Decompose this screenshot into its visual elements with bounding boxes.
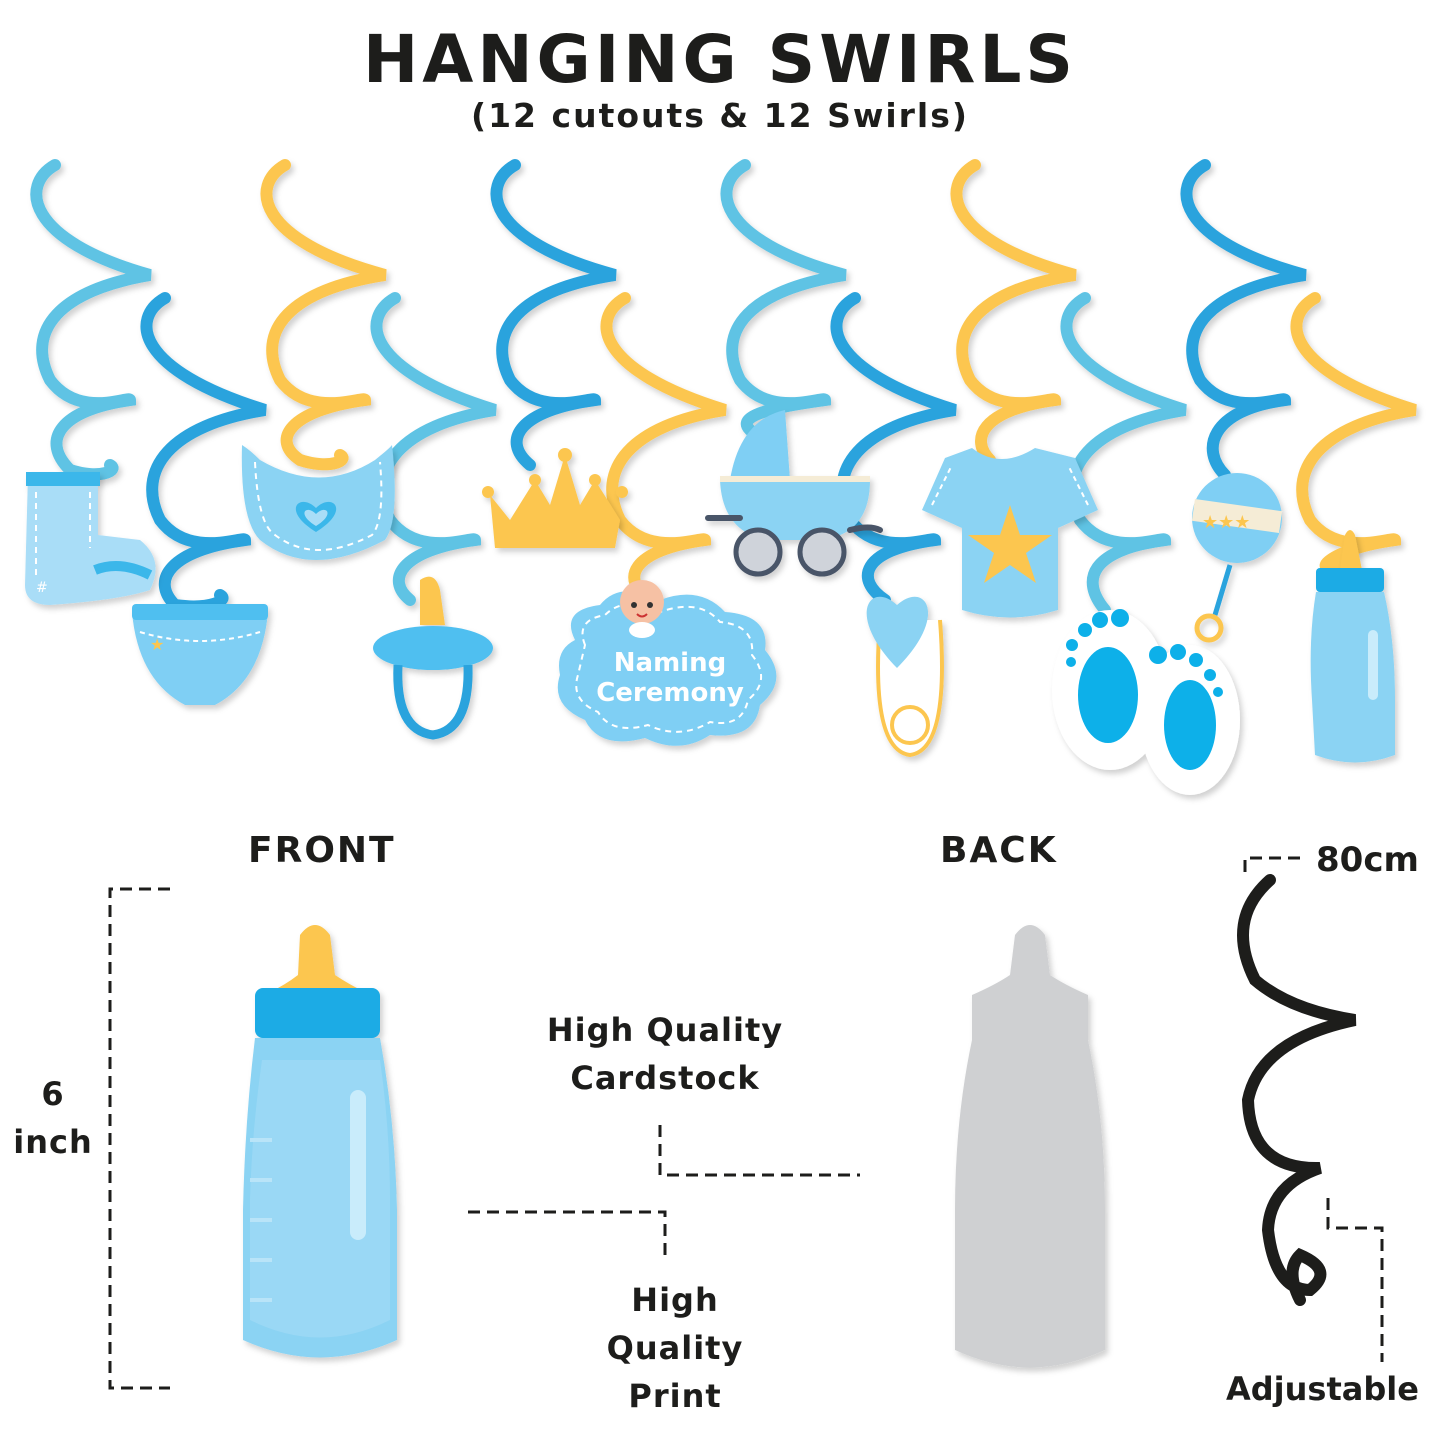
- swirl-5: [490, 159, 617, 471]
- length-label: 80cm: [1316, 840, 1419, 880]
- back-bottle-silhouette: [955, 925, 1105, 1368]
- crown-cutout: [482, 448, 628, 548]
- page-title: HANGING SWIRLS: [363, 21, 1077, 98]
- swirl-1: [30, 159, 152, 481]
- swirl-12: [1290, 292, 1417, 573]
- black-swirl: [1237, 874, 1357, 1306]
- swirl-10: [1060, 292, 1187, 616]
- sock-cutout: #: [25, 472, 156, 605]
- cardstock-line-1: High Quality: [546, 1011, 784, 1049]
- swirl-7: [720, 159, 847, 436]
- cloud-text-line-2: Ceremony: [596, 678, 744, 708]
- pram-cutout: [705, 410, 883, 577]
- cloud-text: Naming Ceremony: [585, 648, 755, 708]
- cloud-text-line-1: Naming: [613, 648, 727, 678]
- back-label: BACK: [940, 830, 1058, 871]
- naming-ceremony-cloud-cutout: [557, 580, 777, 746]
- cardstock-label: High Quality Cardstock: [500, 1006, 830, 1102]
- print-label: High Quality Print: [560, 1276, 790, 1420]
- onesie-star-cutout: [922, 448, 1098, 618]
- print-line-3: Print: [628, 1377, 722, 1415]
- adjustable-label: Adjustable: [1226, 1370, 1419, 1408]
- print-line-2: Quality: [606, 1329, 744, 1367]
- swirl-3: [260, 159, 387, 471]
- swirl-2: [140, 292, 267, 613]
- bib-cutout: [241, 445, 395, 560]
- pacifier-cutout: [373, 576, 493, 740]
- diaper-cutout: ★: [132, 604, 268, 705]
- swirl-8: [830, 292, 957, 606]
- baby-feet-cutout: [1052, 609, 1240, 795]
- safety-pin-heart-cutout: [866, 596, 944, 758]
- size-unit: inch: [13, 1123, 93, 1161]
- swirl-6: [600, 292, 727, 606]
- front-bottle: [243, 925, 397, 1358]
- svg-text:★★★: ★★★: [1202, 512, 1250, 533]
- rattle-cutout: ★★★: [1191, 473, 1283, 643]
- cardstock-line-2: Cardstock: [570, 1059, 760, 1097]
- front-label: FRONT: [248, 830, 396, 871]
- size-label: 6 inch: [10, 1070, 96, 1166]
- svg-text:#: #: [36, 580, 48, 596]
- dimension-lines: [108, 856, 1384, 1390]
- swirl-9: [950, 159, 1077, 466]
- page-subtitle: (12 cutouts & 12 Swirls): [471, 96, 969, 135]
- print-line-1: High: [631, 1281, 719, 1319]
- svg-text:★: ★: [150, 635, 164, 654]
- size-value: 6: [41, 1075, 65, 1113]
- swirl-11: [1180, 159, 1307, 481]
- swirl-4: [370, 292, 497, 606]
- feeding-bottle-cutout: [1310, 530, 1395, 763]
